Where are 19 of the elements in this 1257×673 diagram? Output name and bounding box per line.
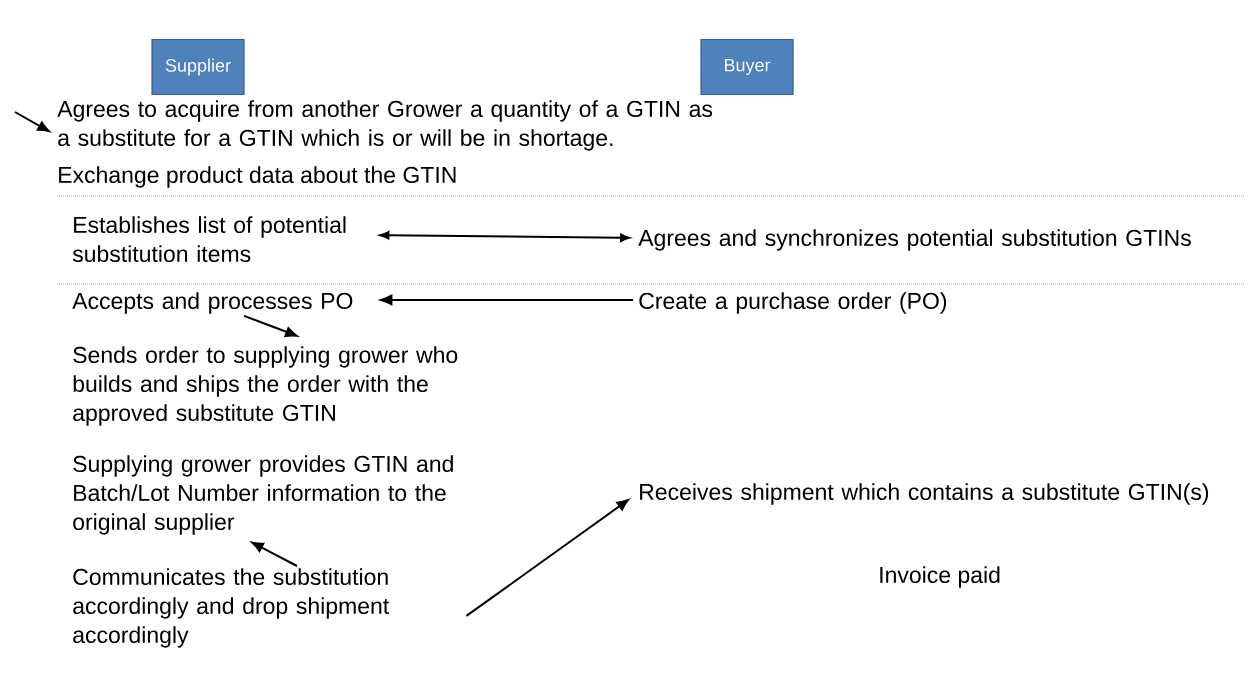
step-text: Receives shipment which contains a substitute GTIN(s) — [640, 483, 1209, 505]
note-text: Exchange product data about the GTIN — [59, 166, 456, 188]
arrow — [380, 294, 634, 306]
arrow — [243, 314, 298, 337]
step-text: Supplying grower provides GTIN and Batch/Lot Number information to the original supplier — [73, 455, 453, 535]
step-text: Establishes list of potential substitution items — [72, 216, 346, 263]
note-text: Invoice paid — [880, 566, 1000, 588]
step-text: Create a purchase order (PO) — [639, 292, 947, 314]
step-text: Agrees and synchronizes potential substitution GTINs — [638, 229, 1191, 251]
arrow — [14, 111, 50, 133]
role-box: Supplier — [151, 38, 245, 96]
arrow — [465, 499, 629, 617]
arrow — [251, 541, 298, 567]
step-text: Communicates the substitution accordingly and drop shipment accordingly — [73, 568, 389, 648]
step-text: Sends order to supplying grower who builds and ships the order with the approved substitute GTIN — [73, 346, 458, 426]
step-text: Agrees to acquire from another Grower a quantity of a GTIN as a substitute for a GTIN which is or will be in shortage. — [57, 100, 713, 151]
role-box: Buyer — [700, 38, 794, 96]
step-text: Accepts and processes PO — [72, 292, 353, 314]
arrow — [379, 231, 630, 243]
